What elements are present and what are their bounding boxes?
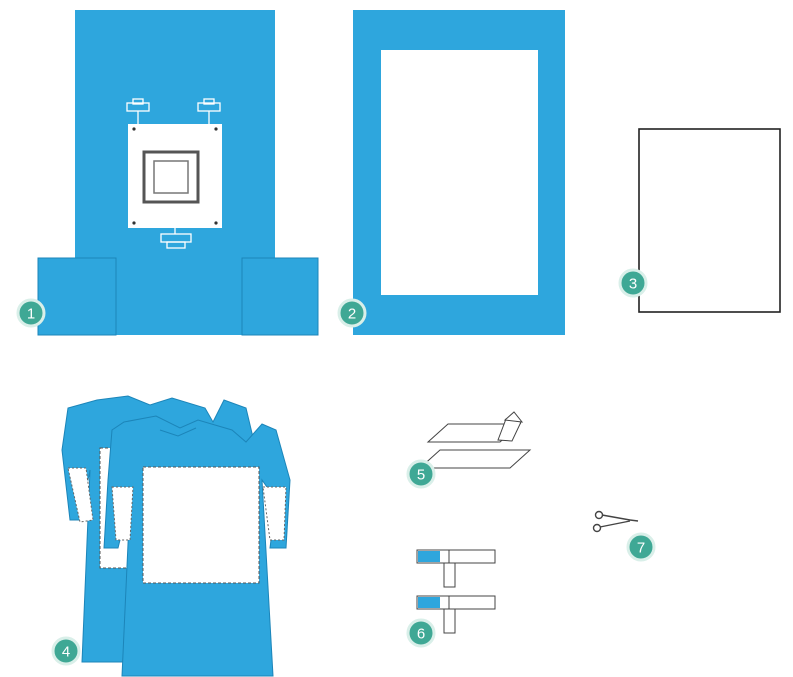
drape-1-incise-panel xyxy=(128,124,222,228)
badge-1: 1 xyxy=(18,300,44,326)
gown-front xyxy=(104,416,290,676)
drape-1-left-pocket xyxy=(38,258,116,335)
badge-7: 7 xyxy=(628,534,654,560)
item-6-tube-holders xyxy=(417,550,495,633)
item-3-white-sheet xyxy=(639,129,780,312)
badge-4-number: 4 xyxy=(62,644,70,661)
badge-3: 3 xyxy=(620,270,646,296)
badge-3-number: 3 xyxy=(629,276,637,293)
badge-1-number: 1 xyxy=(27,306,35,323)
item-4-surgical-gowns xyxy=(62,396,290,676)
badge-6-number: 6 xyxy=(417,626,425,643)
tube-holder-top xyxy=(417,550,495,587)
sheet-3 xyxy=(639,129,780,312)
badge-4: 4 xyxy=(53,638,79,664)
item-2-frame-drape xyxy=(353,10,565,335)
badge-5-number: 5 xyxy=(417,467,425,484)
drape-1-right-pocket xyxy=(242,258,318,335)
badge-2: 2 xyxy=(339,300,365,326)
badge-5: 5 xyxy=(408,461,434,487)
item-5-adhesive-strips xyxy=(420,412,530,468)
item-7-clip xyxy=(594,512,639,532)
badge-6: 6 xyxy=(408,620,434,646)
drape-2-center xyxy=(381,50,538,295)
badge-7-number: 7 xyxy=(637,540,645,557)
item-1-fenestrated-drape xyxy=(38,10,318,335)
badge-2-number: 2 xyxy=(348,306,356,323)
